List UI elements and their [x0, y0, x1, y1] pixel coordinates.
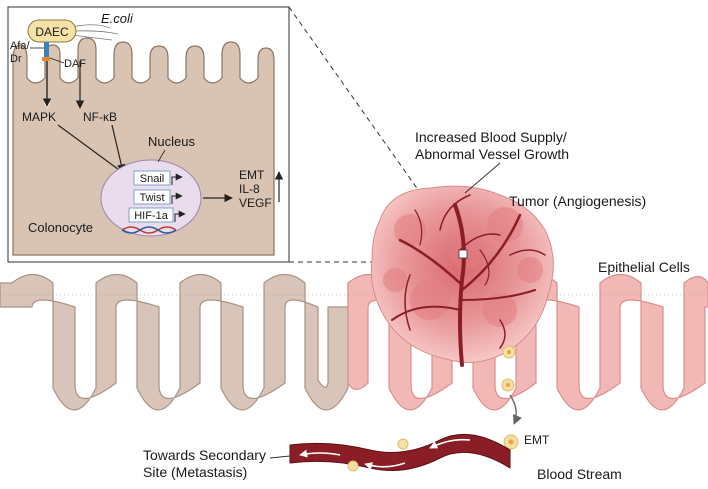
- dna-helix-icon: [121, 226, 177, 234]
- colonocyte-inset: DAEC E.coli Afa/ Dr DAF MAPK NF-κB Nucle…: [7, 6, 290, 263]
- afa-dr-label-line1: Afa/: [10, 40, 31, 52]
- gene-twist: Twist: [139, 192, 164, 204]
- afa-dr-label-line2: Dr: [10, 53, 22, 65]
- tumor-mass: [370, 185, 554, 367]
- gene-boxes: Snail Twist HIF-1a: [121, 170, 186, 234]
- output-il8: IL-8: [239, 182, 260, 196]
- daec-label: DAEC: [35, 25, 69, 39]
- migrating-cells: [501, 345, 519, 450]
- gene-snail: Snail: [140, 173, 164, 185]
- metastasis-label-line1: Towards Secondary: [143, 447, 266, 463]
- emt-label: EMT: [524, 433, 550, 447]
- tumor-label: Tumor (Angiogenesis): [509, 193, 646, 209]
- tumor-vessels: [391, 194, 546, 367]
- daec-bacterium-icon: [27, 19, 77, 43]
- metastasis-label-line2: Site (Metastasis): [143, 464, 247, 480]
- blood-vessel: [289, 433, 511, 472]
- afa-dr-adhesin-icon: [44, 42, 49, 58]
- metastasis-pointer-line: [269, 455, 291, 459]
- epithelial-cells-label: Epithelial Cells: [598, 259, 690, 275]
- output-vegf: VEGF: [239, 196, 272, 210]
- migration-arrow: [509, 394, 522, 425]
- daf-receptor-icon: [42, 57, 50, 61]
- vessel-growth-label-line2: Abnormal Vessel Growth: [415, 146, 569, 162]
- nucleus-label: Nucleus: [148, 134, 195, 149]
- colonocyte-cell: [12, 37, 275, 256]
- nfkb-label: NF-κB: [83, 110, 117, 124]
- ecoli-label: E.coli: [101, 11, 134, 26]
- nucleus-pointer: [157, 149, 166, 163]
- bacterium: DAEC E.coli: [27, 11, 134, 43]
- mapk-label: MAPK: [22, 110, 56, 124]
- blood-stream-label: Blood Stream: [537, 466, 622, 482]
- zoom-region-marker: [458, 249, 468, 259]
- epithelium: [0, 273, 708, 411]
- output-emt: EMT: [239, 168, 265, 182]
- colonocyte-label: Colonocyte: [28, 220, 93, 235]
- vessel-growth-label-line1: Increased Blood Supply/: [415, 129, 567, 145]
- daf-pointer: [49, 57, 65, 64]
- daf-label: DAF: [64, 58, 86, 70]
- vessel-pointer-line: [464, 162, 501, 194]
- gene-hif1a: HIF-1a: [134, 210, 169, 222]
